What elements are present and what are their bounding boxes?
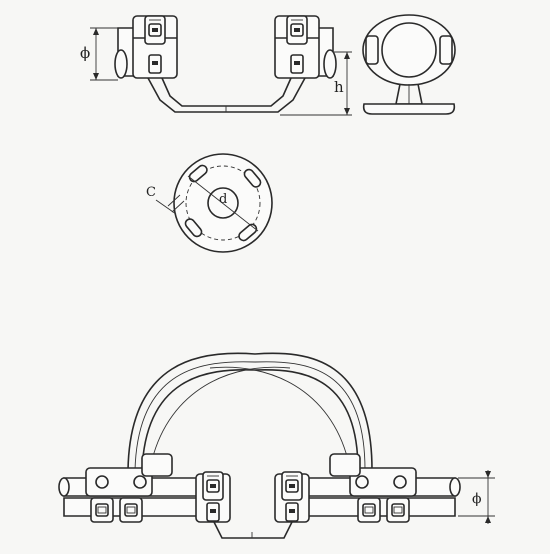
assembly-view: ϕ	[58, 352, 495, 539]
c-label: C	[146, 185, 156, 200]
phi-label-top: ϕ	[80, 44, 90, 62]
d-label: d	[219, 192, 227, 207]
h-label: h	[334, 78, 344, 96]
side-view	[362, 14, 456, 115]
plan-view: d C	[146, 153, 273, 253]
phi-label-bottom: ϕ	[472, 491, 482, 507]
front-view: ϕ h	[80, 15, 352, 116]
